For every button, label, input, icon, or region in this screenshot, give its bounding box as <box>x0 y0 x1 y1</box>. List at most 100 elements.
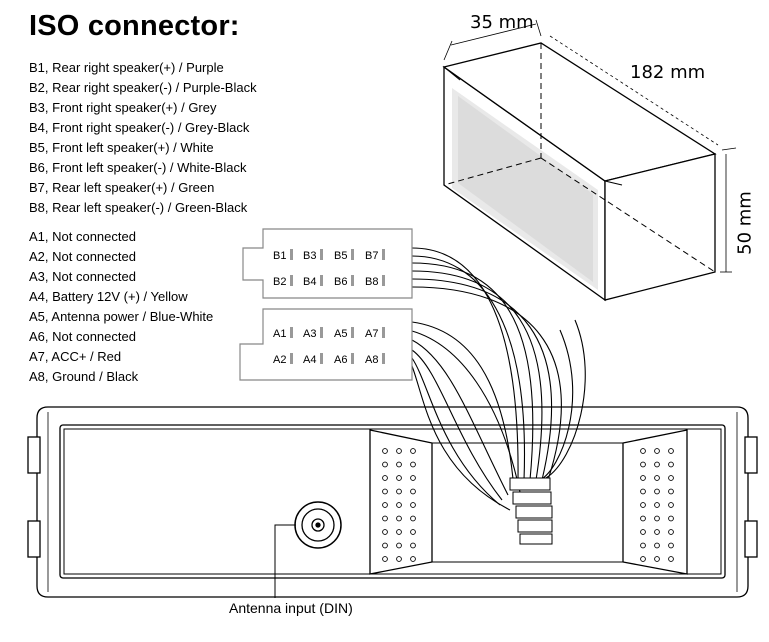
vent-dot <box>396 448 402 454</box>
connector-a-pin-contact <box>320 327 323 338</box>
pin-a5-description: A5, Antenna power / Blue-White <box>29 309 214 324</box>
connector-b-pin-label-b6: B6 <box>334 276 347 288</box>
pin-a4-description: A4, Battery 12V (+) / Yellow <box>29 289 188 304</box>
vent-dot <box>640 542 646 549</box>
vent-dot <box>654 475 660 481</box>
connector-a-pin-label-a8: A8 <box>365 354 378 366</box>
pin-b4-description: B4, Front right speaker(-) / Grey-Black <box>29 120 250 135</box>
connector-a-pin-label-a7: A7 <box>365 328 378 340</box>
pin-b3-description: B3, Front right speaker(+) / Grey <box>29 100 217 115</box>
vent-dot <box>410 556 416 562</box>
connector-b-pin-contact <box>382 275 385 286</box>
connector-b-pin-label-b2: B2 <box>273 276 286 288</box>
connector-a-pin-label-a2: A2 <box>273 354 286 366</box>
a-pin-list: A1, Not connected A2, Not connected A3, … <box>29 227 213 387</box>
connector-b-pin-contact <box>290 275 293 286</box>
vent-dot <box>382 556 388 562</box>
vent-dot <box>396 542 402 549</box>
vent-dot <box>396 556 402 562</box>
pin-b5-description: B5, Front left speaker(+) / White <box>29 140 214 155</box>
b-pin-list: B1, Rear right speaker(+) / Purple B2, R… <box>29 58 257 218</box>
vent-dot <box>654 448 660 454</box>
pin-a1-description: A1, Not connected <box>29 229 136 244</box>
connector-b-pin-label-b4: B4 <box>303 276 316 288</box>
connector-b-pin-label-b1: B1 <box>273 250 286 262</box>
vent-dot <box>640 475 646 481</box>
connector-b-pin-contact <box>290 249 293 260</box>
connector-b-pin-contact <box>382 249 385 260</box>
vent-dot <box>640 556 646 562</box>
connector-b-pin-contact <box>351 249 354 260</box>
vent-dot <box>640 448 646 454</box>
antenna-input-label: Antenna input (DIN) <box>229 600 353 616</box>
vent-dot <box>396 475 402 481</box>
vent-dot <box>640 515 646 522</box>
connector-a-pin-label-a4: A4 <box>303 354 316 366</box>
connector-b-pin-label-b3: B3 <box>303 250 316 262</box>
pin-a6-description: A6, Not connected <box>29 329 136 344</box>
width-dimension-label: 182 mm <box>630 62 706 83</box>
vent-dot <box>668 515 674 522</box>
vent-dot <box>640 461 646 468</box>
vent-dot <box>668 448 674 454</box>
vent-dot <box>654 556 660 562</box>
connector-b-pin-label-b8: B8 <box>365 276 378 288</box>
page-title: ISO connector: <box>29 10 240 42</box>
vent-dot <box>410 502 416 508</box>
pin-b8-description: B8, Rear left speaker(-) / Green-Black <box>29 200 248 215</box>
vent-dot <box>410 515 416 522</box>
vent-dot <box>668 461 674 468</box>
vent-dot <box>410 448 416 454</box>
vent-dot <box>668 475 674 481</box>
vent-dot <box>396 488 402 495</box>
connector-a-pin-label-a5: A5 <box>334 328 347 340</box>
vent-dot <box>382 475 388 481</box>
vent-dot <box>396 515 402 522</box>
vent-dot <box>668 529 674 535</box>
connector-a-pin-label-a6: A6 <box>334 354 347 366</box>
connector-a-pin-label-a1: A1 <box>273 328 286 340</box>
vent-dot-grid <box>382 448 674 562</box>
vent-dot <box>382 502 388 508</box>
wiring-harness <box>411 247 586 511</box>
vent-dot <box>410 542 416 549</box>
connector-b-pin-label-b5: B5 <box>334 250 347 262</box>
pin-a8-description: A8, Ground / Black <box>29 369 139 384</box>
vent-dot <box>668 542 674 549</box>
vent-dot <box>410 529 416 535</box>
connector-b-pin-contact <box>320 249 323 260</box>
connector-a-pin-contact <box>382 353 385 364</box>
pin-b1-description: B1, Rear right speaker(+) / Purple <box>29 60 224 75</box>
vent-dot <box>654 542 660 549</box>
height-dimension-label: 50 mm <box>733 188 757 258</box>
pin-b6-description: B6, Front left speaker(-) / White-Black <box>29 160 247 175</box>
connector-a-pin-contact <box>351 327 354 338</box>
height-dimension-text: 50 mm <box>734 191 756 255</box>
pin-a7-description: A7, ACC+ / Red <box>29 349 122 364</box>
vent-dot <box>640 502 646 508</box>
pin-a3-description: A3, Not connected <box>29 269 136 284</box>
pin-b7-description: B7, Rear left speaker(+) / Green <box>29 180 215 195</box>
connector-b-pin-contact <box>351 275 354 286</box>
vent-dot <box>654 502 660 508</box>
pin-a2-description: A2, Not connected <box>29 249 136 264</box>
unit-dimension-box <box>442 19 737 302</box>
connector-b-pin-contact <box>320 275 323 286</box>
vent-dot <box>396 502 402 508</box>
vent-dot <box>382 542 388 549</box>
pin-b2-description: B2, Rear right speaker(-) / Purple-Black <box>29 80 257 95</box>
vent-dot <box>640 488 646 495</box>
connector-b-pin-label-b7: B7 <box>365 250 378 262</box>
vent-dot <box>382 529 388 535</box>
connector-a-pin-contact <box>320 353 323 364</box>
depth-dimension-label: 35 mm <box>470 12 534 33</box>
vent-dot <box>410 475 416 481</box>
vent-dot <box>640 529 646 535</box>
vent-dot <box>654 515 660 522</box>
harness-plug <box>509 477 553 545</box>
vent-dot <box>396 529 402 535</box>
vent-dot <box>654 461 660 468</box>
